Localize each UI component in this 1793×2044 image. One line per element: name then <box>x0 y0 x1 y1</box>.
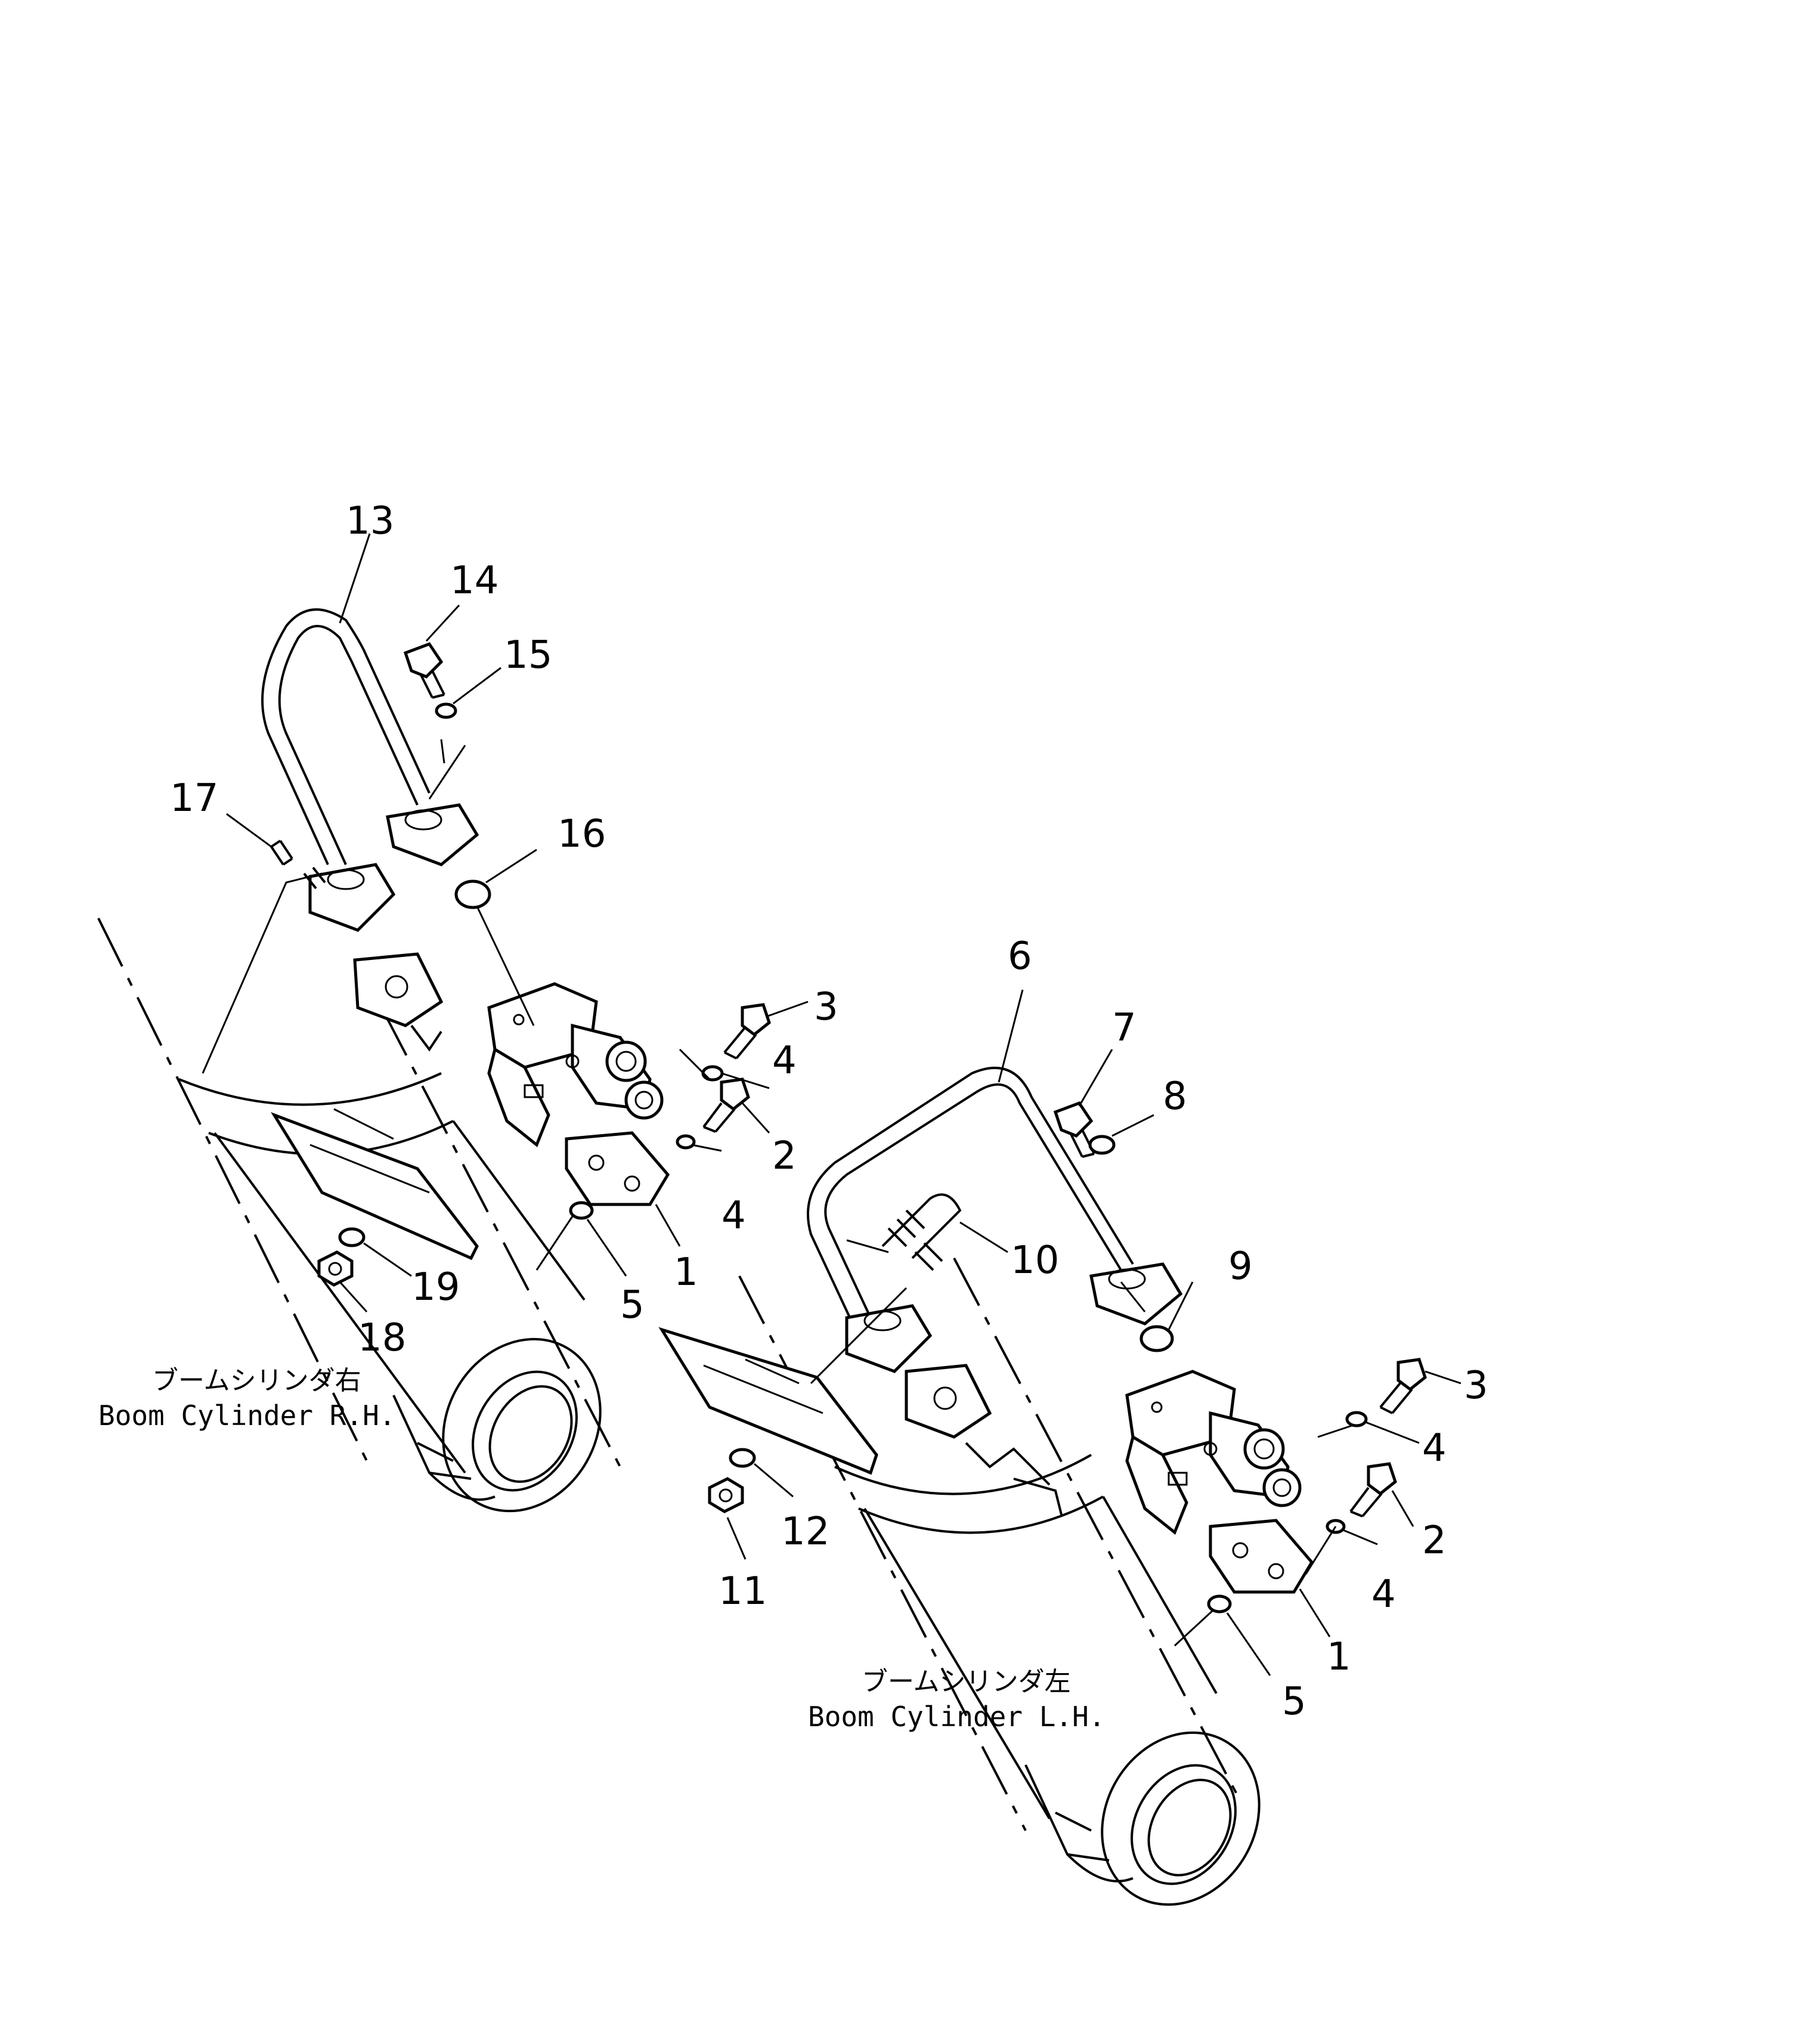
o-ring-16 <box>454 879 491 909</box>
callout-4-right-a: 4 <box>772 1039 797 1083</box>
bolt-2-left <box>1349 1462 1397 1517</box>
callout-14: 14 <box>450 559 498 603</box>
leader-lines-left <box>726 989 1461 1676</box>
callout-7: 7 <box>1112 1006 1137 1050</box>
callout-3-right: 3 <box>814 985 838 1029</box>
boom-cylinder-right <box>97 918 621 1513</box>
washer-8 <box>1088 1135 1116 1155</box>
bolt-2-right <box>702 1077 750 1133</box>
washer-12 <box>729 1448 756 1468</box>
callout-2-right: 2 <box>772 1134 797 1178</box>
valve-assembly-1-right <box>487 982 670 1206</box>
bolt-7 <box>1053 1101 1095 1158</box>
callout-5-right: 5 <box>620 1283 645 1327</box>
valve-assembly-1-left <box>1125 1370 1314 1594</box>
callout-1-left: 1 <box>1327 1635 1351 1679</box>
leader-lines-right <box>202 533 809 1313</box>
bolt-3-right <box>723 1003 771 1060</box>
boom-cylinder-left <box>658 1258 1261 1906</box>
bolt-3-left <box>1379 1358 1427 1414</box>
callout-4-right-b: 4 <box>721 1194 746 1238</box>
caption-right-jp: ブームシリンダ右 <box>152 1365 361 1396</box>
pipe-13 <box>261 608 479 932</box>
callout-3-left: 3 <box>1464 1364 1488 1408</box>
u-bolt-10 <box>881 1193 962 1271</box>
callout-12: 12 <box>781 1510 829 1554</box>
o-ring-5-right <box>569 1201 594 1220</box>
pipe-6 <box>807 1067 1183 1373</box>
nut-18 <box>317 1250 354 1287</box>
captions: ブームシリンダ右 Boom Cylinder R.H. ブームシリンダ左 Boo… <box>98 1365 1105 1733</box>
washer-4a-right <box>701 1065 724 1082</box>
washer-15 <box>435 702 457 719</box>
callout-10: 10 <box>1011 1238 1059 1283</box>
o-ring-9 <box>1139 1325 1174 1352</box>
callout-9: 9 <box>1228 1244 1253 1289</box>
callout-19: 19 <box>411 1265 460 1309</box>
callout-labels: 13 14 15 17 16 3 4 2 4 1 5 19 18 6 7 8 1… <box>170 499 1488 1724</box>
callout-11: 11 <box>719 1569 767 1613</box>
callout-1-right: 1 <box>674 1250 698 1294</box>
callout-18: 18 <box>358 1316 406 1360</box>
callout-15: 15 <box>504 633 552 677</box>
callout-17: 17 <box>170 776 218 820</box>
callout-16: 16 <box>558 812 606 856</box>
bolt-14 <box>403 642 445 699</box>
callout-6: 6 <box>1008 934 1032 978</box>
washer-19 <box>338 1227 366 1247</box>
callout-4-left-a: 4 <box>1422 1426 1447 1470</box>
callout-2-left: 2 <box>1422 1519 1447 1563</box>
caption-left-en: Boom Cylinder L.H. <box>808 1701 1105 1733</box>
washer-4a-left <box>1345 1411 1368 1427</box>
o-ring-5-left <box>1207 1594 1232 1613</box>
washer-4b-right <box>676 1134 696 1150</box>
caption-right-en: Boom Cylinder R.H. <box>98 1399 396 1432</box>
callout-13: 13 <box>346 499 394 543</box>
callout-5-left: 5 <box>1282 1680 1306 1724</box>
nut-11 <box>708 1477 744 1513</box>
callout-8: 8 <box>1163 1074 1187 1119</box>
callout-4-left-b: 4 <box>1371 1572 1396 1616</box>
caption-left-jp: ブームシリンダ左 <box>862 1667 1071 1697</box>
